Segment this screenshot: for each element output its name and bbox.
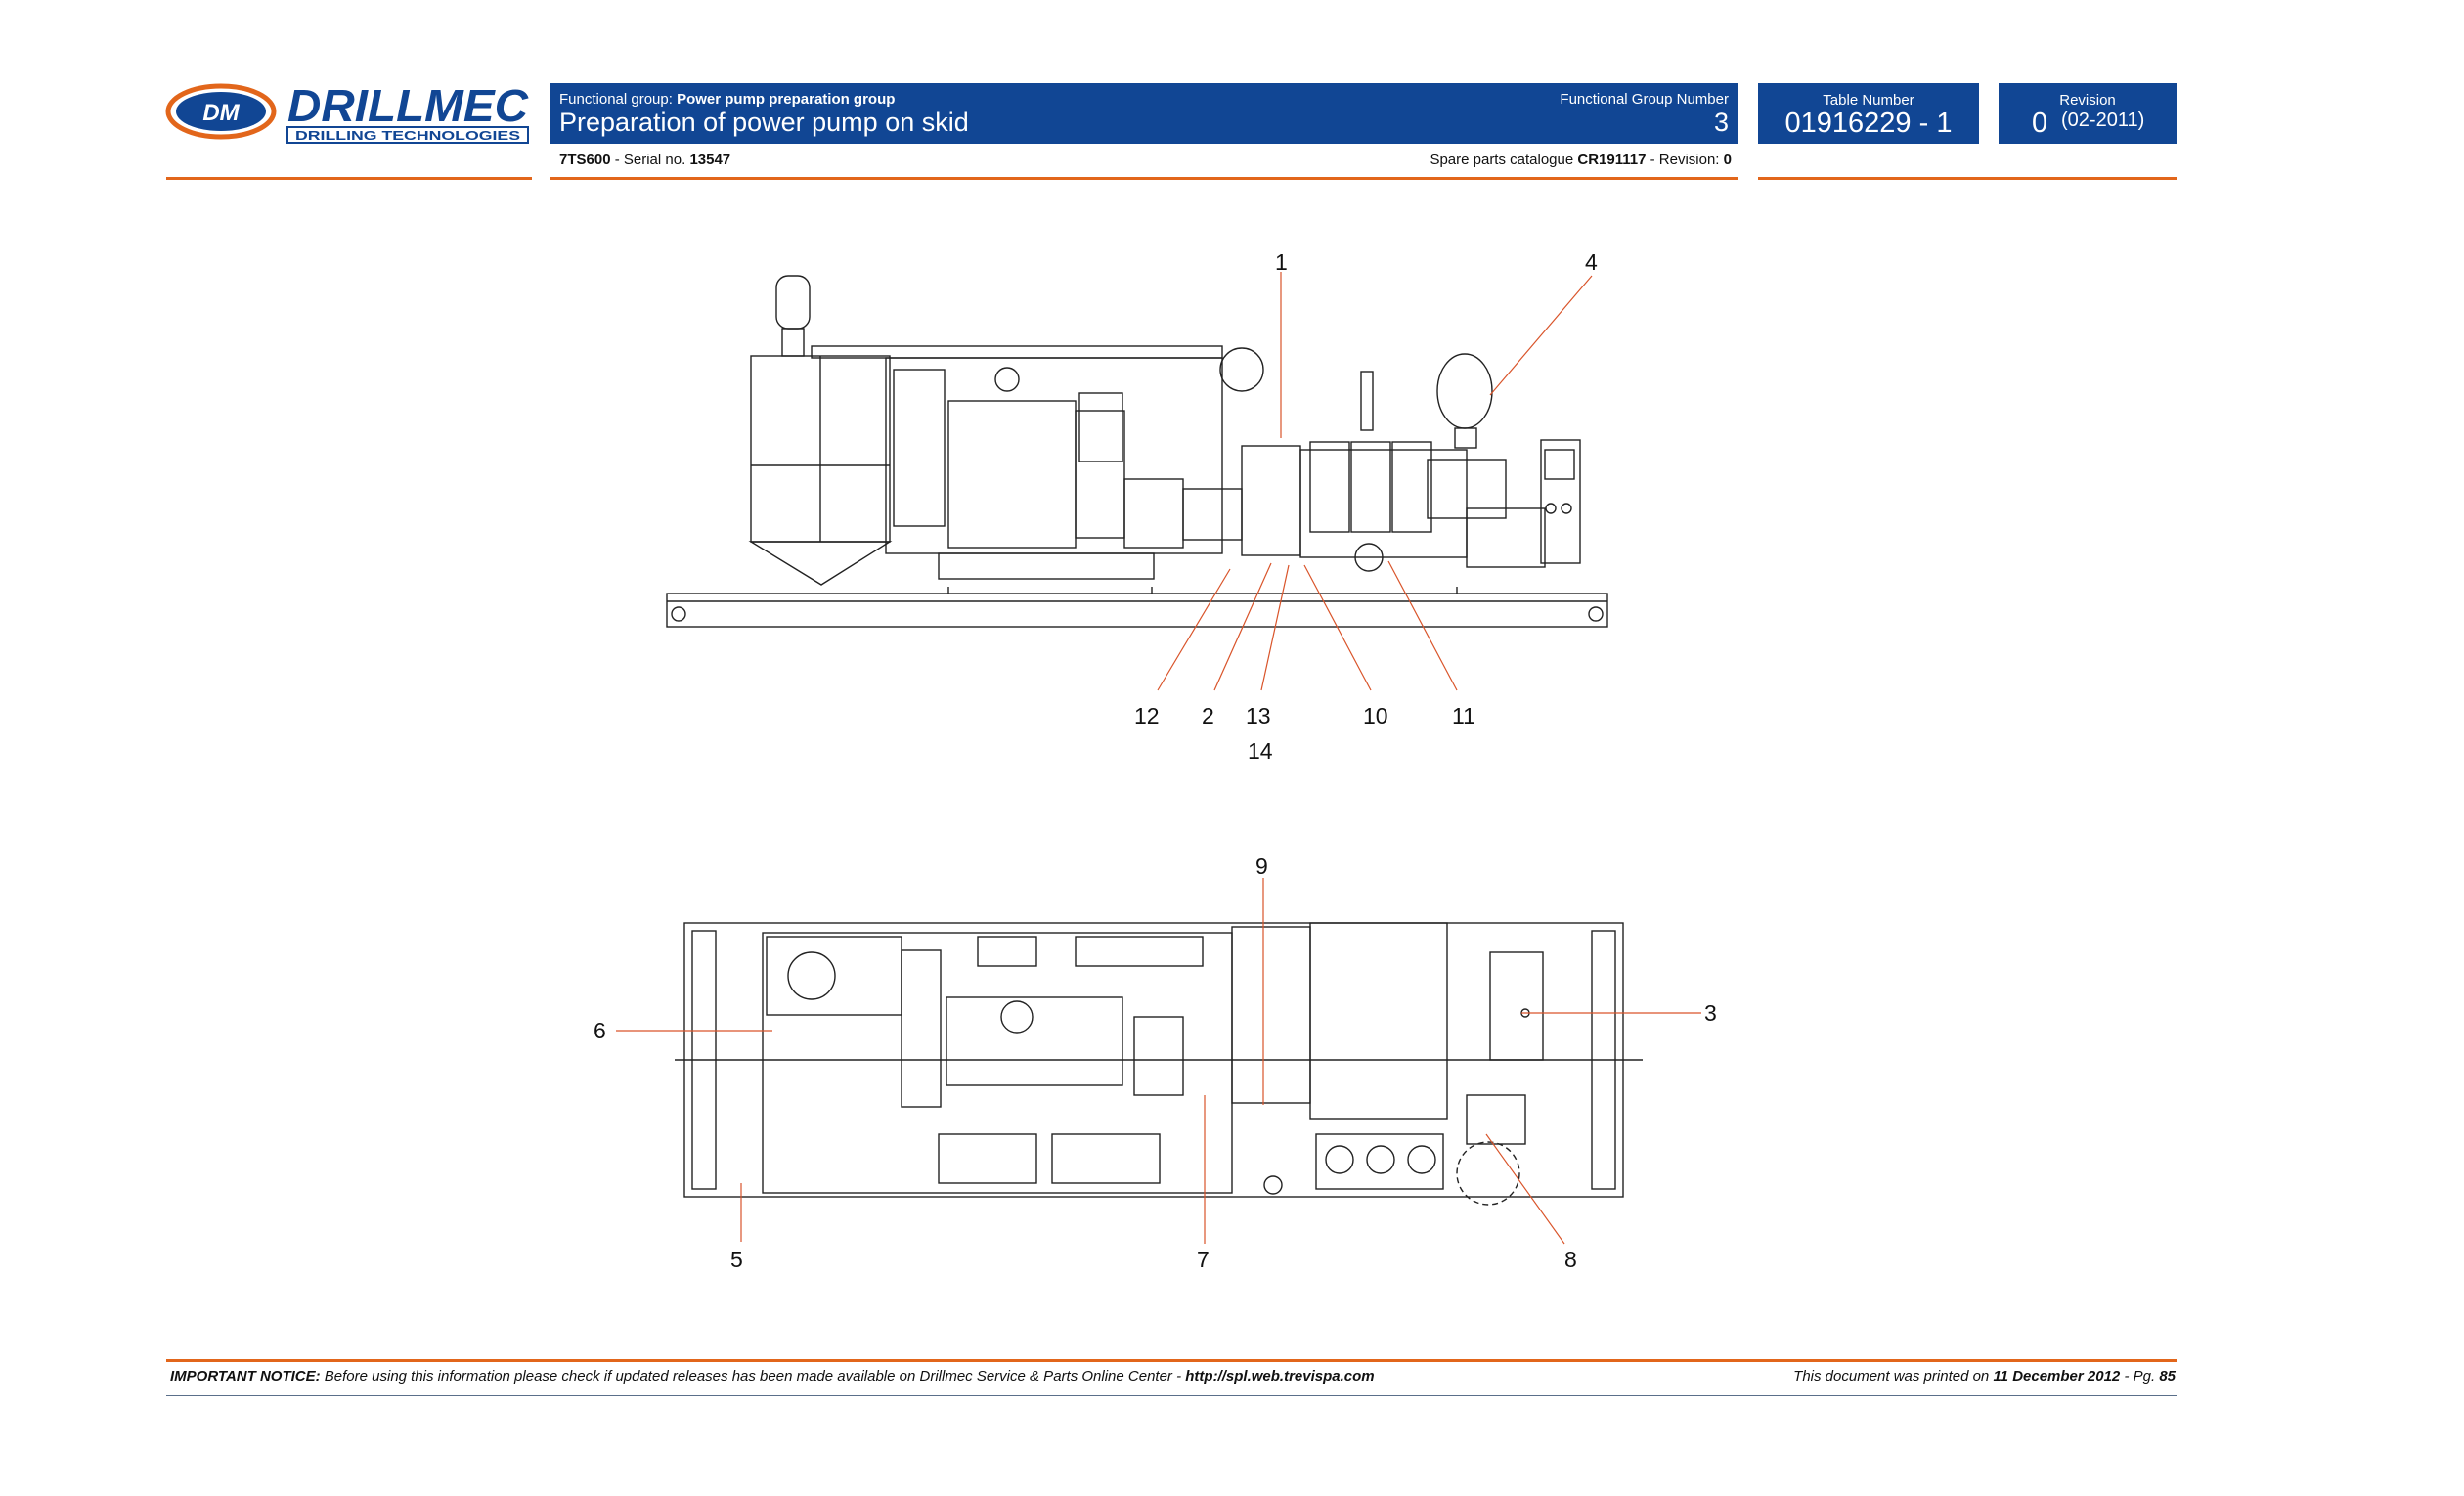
callout-6: 6 [594, 1018, 606, 1043]
revision-number: 0 [2032, 108, 2048, 139]
revision-date: (02-2011) [2061, 110, 2145, 131]
functional-group-line: Functional group: Power pump preparation… [559, 91, 895, 108]
callout-3: 3 [1704, 1000, 1717, 1026]
notice-label: IMPORTANT NOTICE: [170, 1368, 321, 1385]
service-url-link[interactable]: http://spl.web.trevispa.com [1185, 1368, 1375, 1385]
catalogue-prefix: Spare parts catalogue [1430, 152, 1574, 168]
callout-5: 5 [730, 1247, 743, 1272]
callout-13: 13 [1246, 703, 1271, 728]
model-name: 7TS600 [559, 152, 611, 168]
header-rule-left [166, 177, 532, 180]
header-title-bar: Functional group: Power pump preparation… [550, 83, 1738, 144]
page-number: 85 [2159, 1368, 2176, 1385]
catalogue-revision-prefix: - Revision: [1650, 152, 1720, 168]
callout-4: 4 [1585, 249, 1598, 275]
callout-10: 10 [1363, 703, 1388, 728]
callout-11: 11 [1452, 703, 1475, 728]
revision-box: Revision 0 (02-2011) [1999, 83, 2177, 144]
functional-group-name: Power pump preparation group [677, 91, 896, 108]
top-view-drawing [675, 922, 1643, 1206]
callout-14: 14 [1248, 738, 1273, 764]
page-prefix: - Pg. [2124, 1368, 2156, 1385]
serial-prefix: - Serial no. [614, 152, 686, 168]
functional-group-number: 3 [1713, 108, 1729, 137]
callouts: 1 4 12 2 13 14 10 11 9 6 3 5 7 8 [594, 249, 1717, 1272]
callout-9: 9 [1255, 854, 1268, 879]
logo-tagline: DRILLING TECHNOLOGIES [295, 128, 520, 143]
callout-2: 2 [1202, 703, 1214, 728]
logo-emblem: DM [202, 100, 240, 126]
model-serial-line: 7TS600 - Serial no. 13547 [559, 152, 730, 168]
functional-group-prefix: Functional group: [559, 91, 673, 108]
notice-text: Before using this information please che… [324, 1368, 1182, 1385]
drillmec-logo: DM DRILLMEC DRILLING TECHNOLOGIES [164, 78, 532, 149]
logo-wordmark: DRILLMEC [287, 80, 529, 131]
page-title: Preparation of power pump on skid [559, 108, 969, 137]
print-info: This document was printed on 11 December… [1793, 1368, 2176, 1385]
functional-group-number-label: Functional Group Number [1560, 91, 1729, 108]
footer-bottom-line [166, 1395, 2177, 1396]
printed-prefix: This document was printed on [1793, 1368, 1990, 1385]
important-notice: IMPORTANT NOTICE: Before using this info… [170, 1368, 1375, 1385]
catalogue-line: Spare parts catalogue CR191117 - Revisio… [1430, 152, 1732, 168]
leader-lines [616, 272, 1701, 1245]
table-number-label: Table Number [1823, 92, 1914, 109]
catalogue-revision: 0 [1723, 152, 1732, 168]
printed-date: 11 December 2012 [1993, 1368, 2121, 1385]
callout-7: 7 [1197, 1247, 1210, 1272]
header-rule-middle [550, 177, 1738, 180]
callout-8: 8 [1564, 1247, 1577, 1272]
callout-12: 12 [1134, 703, 1160, 728]
table-number: 01916229 - 1 [1784, 108, 1953, 139]
header-rule-right [1758, 177, 2177, 180]
serial-number: 13547 [689, 152, 731, 168]
footer-rule [166, 1359, 2177, 1362]
revision-label: Revision [2059, 92, 2116, 109]
side-view-drawing [666, 275, 1608, 628]
table-number-box: Table Number 01916229 - 1 [1758, 83, 1979, 144]
callout-1: 1 [1275, 249, 1288, 275]
catalogue-number: CR191117 [1577, 152, 1647, 168]
